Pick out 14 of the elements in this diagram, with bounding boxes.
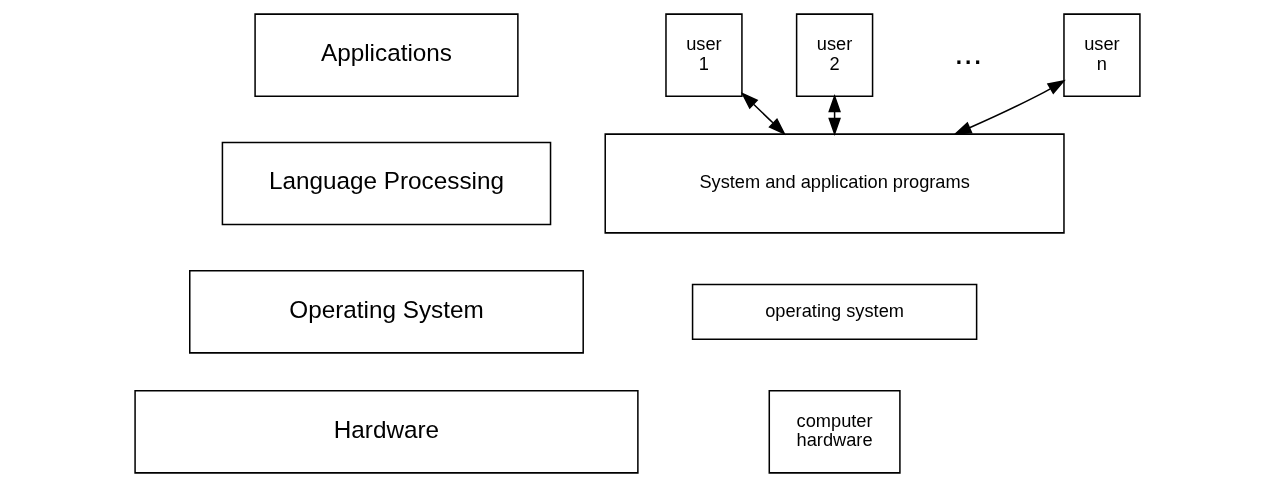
- node-box: user 1: [664, 13, 743, 97]
- node-box: operating system: [691, 283, 977, 340]
- node-box: computer hardware: [768, 390, 901, 474]
- arrow: [827, 94, 841, 137]
- node-box: Language Processing: [221, 141, 551, 226]
- label: ...: [953, 33, 982, 71]
- node-box: user n: [1062, 13, 1141, 97]
- node-box: Hardware: [133, 390, 639, 474]
- node-box: Operating System: [188, 270, 584, 354]
- arrow: [740, 92, 786, 136]
- node-box: Applications: [253, 13, 519, 97]
- arrow: [952, 79, 1066, 135]
- node-box: user 2: [795, 13, 873, 97]
- node-box: System and application programs: [603, 133, 1065, 234]
